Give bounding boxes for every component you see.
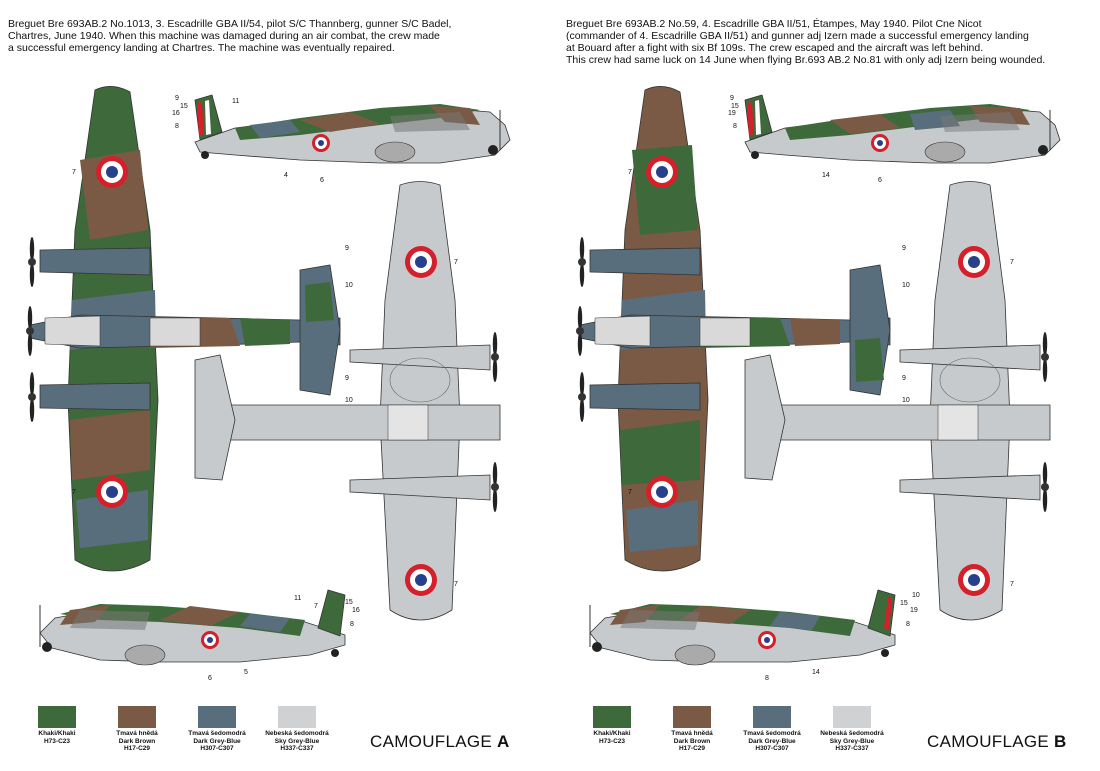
swatch-dark-brown	[118, 706, 156, 728]
callout-10: 10	[345, 397, 353, 404]
callout-15: 15	[731, 103, 739, 110]
callout-7: 7	[1010, 581, 1014, 588]
under-view-b	[744, 181, 1051, 621]
swatch-dark-brown	[673, 706, 711, 728]
callout-15: 15	[900, 600, 908, 607]
callout-19: 19	[910, 607, 918, 614]
callout-8: 8	[175, 123, 179, 130]
callout-10: 10	[902, 282, 910, 289]
callout-15: 15	[180, 103, 188, 110]
callout-8: 8	[733, 123, 737, 130]
callout-10: 10	[912, 592, 920, 599]
callout-16: 16	[352, 607, 360, 614]
callout-7: 7	[72, 489, 76, 496]
camouflage-panel-a: Breguet Bre 693AB.2 No.1013, 3. Escadril…	[8, 18, 511, 753]
plan-view-a	[29, 86, 341, 572]
color-legend-b: Khaki/Khaki H73-C23 Tmavá hnědá Dark Bro…	[575, 706, 889, 753]
callout-14: 14	[822, 172, 830, 179]
callout-8: 8	[350, 621, 354, 628]
legend-dark-brown: Tmavá hnědá Dark Brown H17-C29	[100, 706, 174, 753]
callout-7: 7	[628, 489, 632, 496]
caption-b: Breguet Bre 693AB.2 No.59, 4. Escadrille…	[566, 18, 1046, 66]
callout-9: 9	[902, 375, 906, 382]
callout-7: 7	[1010, 259, 1014, 266]
callout-11: 11	[294, 595, 301, 602]
callout-8: 8	[765, 675, 769, 682]
callout-4: 4	[284, 172, 288, 179]
callout-7: 7	[628, 169, 632, 176]
camouflage-title-a: CAMOUFLAGE A	[370, 732, 510, 751]
legend-sky-grey-blue: Nebeská šedomodrá Sky Grey-Blue H337-C33…	[260, 706, 334, 753]
callout-6: 6	[208, 675, 212, 682]
legend-khaki: Khaki/Khaki H73-C23	[575, 706, 649, 753]
callout-9: 9	[345, 245, 349, 252]
side-view-bottom-b	[589, 589, 896, 666]
swatch-khaki	[593, 706, 631, 728]
legend-khaki: Khaki/Khaki H73-C23	[20, 706, 94, 753]
callout-7: 7	[72, 169, 76, 176]
callout-16: 16	[172, 110, 180, 117]
callout-9: 9	[730, 95, 734, 102]
callout-11: 11	[232, 98, 239, 105]
callout-7: 7	[314, 603, 318, 610]
callout-6: 6	[320, 177, 324, 184]
callout-8: 8	[906, 621, 910, 628]
swatch-sky-grey-blue	[278, 706, 316, 728]
legend-dark-grey-blue: Tmavá šedomodrá Dark Grey-Blue H307-C307	[735, 706, 809, 753]
callout-9: 9	[902, 245, 906, 252]
callout-6: 6	[878, 177, 882, 184]
callout-5: 5	[244, 669, 248, 676]
callout-19: 19	[728, 110, 736, 117]
aircraft-drawings-b: 9 15 19 8 14 6 7 7	[576, 86, 1061, 682]
legend-dark-grey-blue: Tmavá šedomodrá Dark Grey-Blue H307-C307	[180, 706, 254, 753]
swatch-khaki	[38, 706, 76, 728]
callout-7: 7	[454, 259, 458, 266]
camouflage-panel-b: Breguet Bre 693AB.2 No.59, 4. Escadrille…	[550, 0, 1100, 771]
callout-9: 9	[345, 375, 349, 382]
side-view-top-a	[194, 94, 511, 164]
callout-14: 14	[812, 669, 820, 676]
side-view-top-b	[744, 94, 1061, 164]
side-view-bottom-a	[39, 589, 346, 666]
under-view-a	[194, 181, 501, 621]
callout-9: 9	[175, 95, 179, 102]
legend-sky-grey-blue: Nebeská šedomodrá Sky Grey-Blue H337-C33…	[815, 706, 889, 753]
camouflage-title-b: CAMOUFLAGE B	[927, 732, 1067, 751]
plan-view-b	[579, 86, 891, 572]
swatch-sky-grey-blue	[833, 706, 871, 728]
callout-10: 10	[902, 397, 910, 404]
callout-15: 15	[345, 599, 353, 606]
swatch-dark-grey-blue	[198, 706, 236, 728]
swatch-dark-grey-blue	[753, 706, 791, 728]
callout-10: 10	[345, 282, 353, 289]
legend-dark-brown: Tmavá hnědá Dark Brown H17-C29	[655, 706, 729, 753]
color-legend-a: Khaki/Khaki H73-C23 Tmavá hnědá Dark Bro…	[20, 706, 334, 753]
aircraft-drawings-a: 9 15 16 8 11 4 6	[26, 86, 511, 682]
callout-7: 7	[454, 581, 458, 588]
caption-a: Breguet Bre 693AB.2 No.1013, 3. Escadril…	[8, 18, 452, 54]
